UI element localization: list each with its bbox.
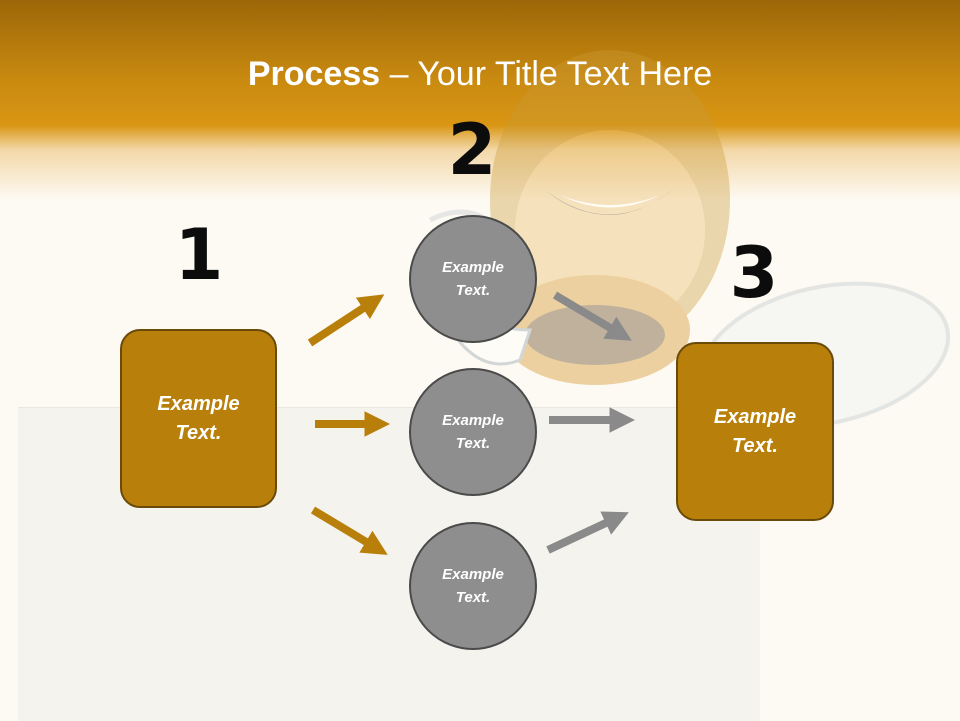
title-bold: Process xyxy=(247,55,381,93)
step-1-label: Example Text. xyxy=(157,392,240,444)
step-2-node-top-label: Example Text. xyxy=(442,259,504,299)
step-2-node-top: Example Text. xyxy=(409,215,537,343)
step-3-number: 3 xyxy=(729,232,779,314)
step-1-box: Example Text. xyxy=(120,329,277,508)
arrow-top-to-3 xyxy=(552,291,632,341)
step-2-number: 2 xyxy=(447,109,497,191)
step-3-box: Example Text. xyxy=(676,342,834,521)
arrow-1-to-top xyxy=(307,294,385,347)
step-2-node-bottom: Example Text. xyxy=(409,522,537,650)
title-rest: – Your Title Text Here xyxy=(380,55,713,93)
header-band xyxy=(0,0,960,200)
step-2-node-middle: Example Text. xyxy=(409,368,537,496)
step-2-node-bottom-label: Example Text. xyxy=(442,566,504,606)
slide-title: Process – Your Title Text Here xyxy=(0,54,960,94)
step-1-number: 1 xyxy=(174,214,224,296)
arrow-bottom-to-3 xyxy=(546,511,629,554)
arrow-1-to-bottom xyxy=(310,506,388,555)
step-2-node-middle-label: Example Text. xyxy=(442,412,504,452)
step-3-label: Example Text. xyxy=(713,405,797,457)
